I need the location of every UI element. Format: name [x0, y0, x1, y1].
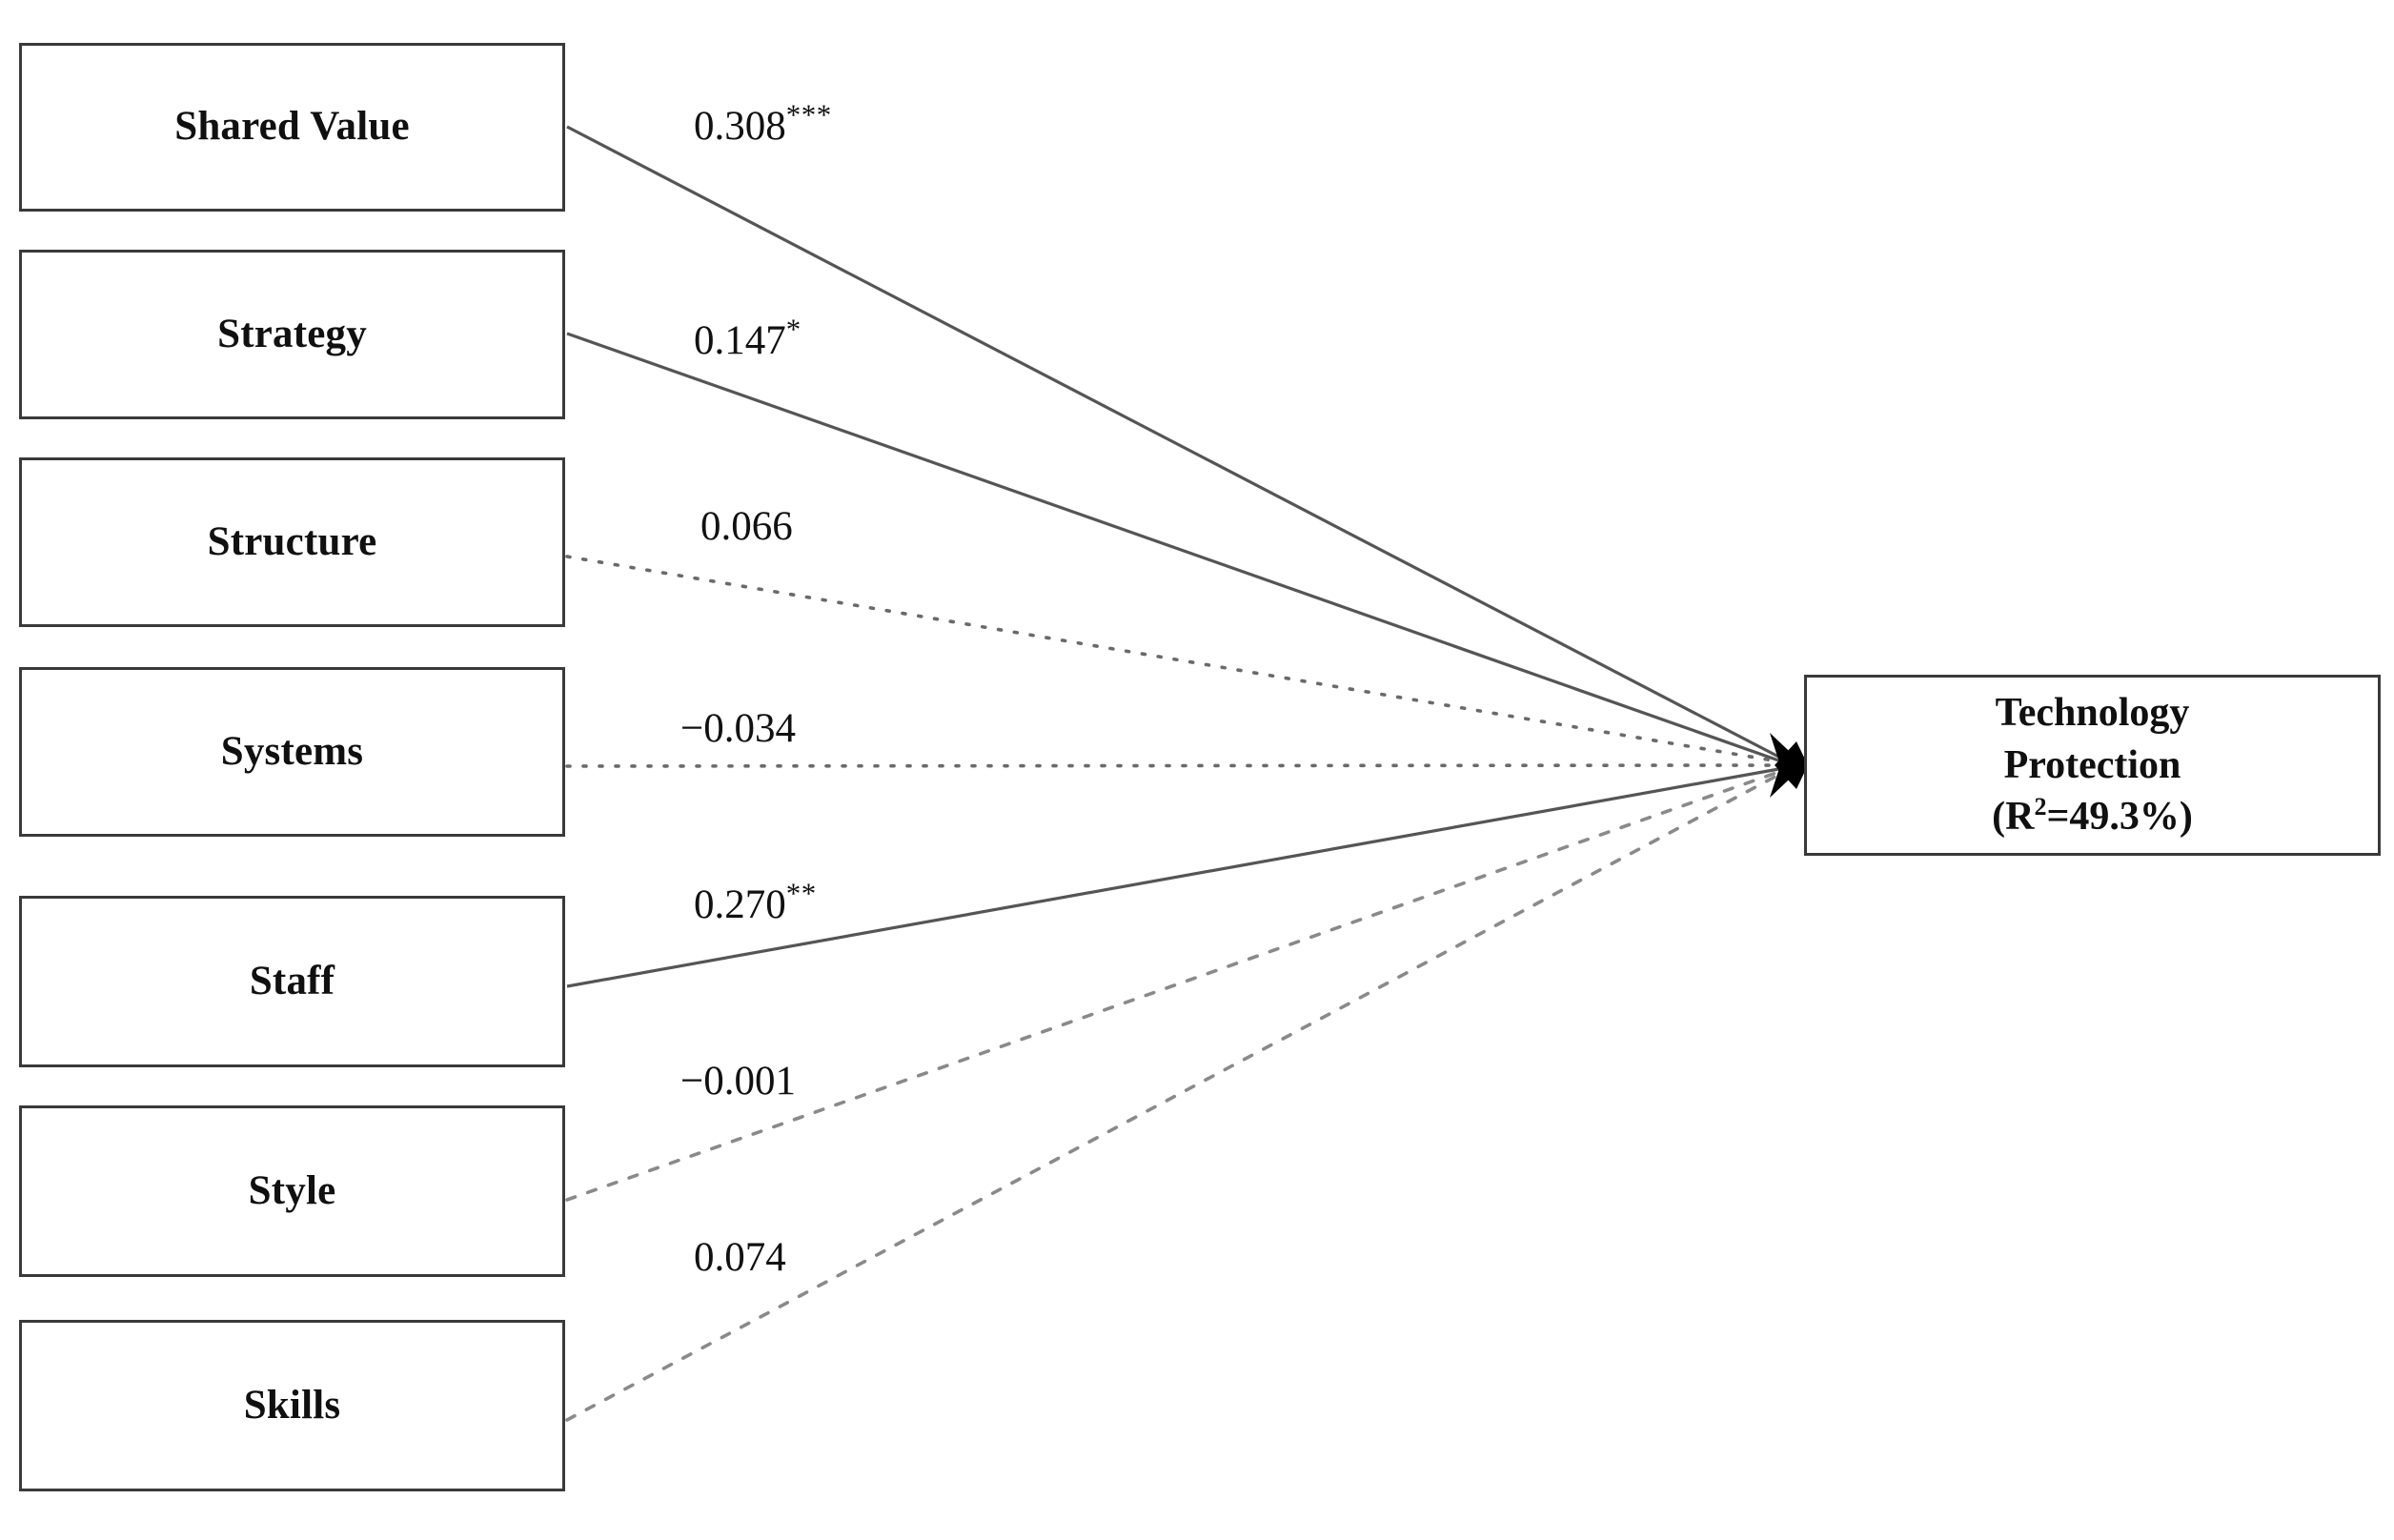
path-label-skills: 0.074 — [694, 1234, 786, 1281]
node-label-shared-value: Shared Value — [174, 104, 410, 150]
significance-stars-strategy: * — [785, 312, 801, 346]
outcome-line-1: Technology — [1995, 691, 2190, 736]
r-squared-value: =49.3%) — [2046, 795, 2193, 840]
coefficient-skills: 0.074 — [694, 1235, 786, 1280]
arrowhead-icon-tail — [1775, 741, 1808, 789]
node-style[interactable]: Style — [19, 1105, 565, 1277]
node-label-style: Style — [248, 1167, 336, 1213]
node-skills[interactable]: Skills — [19, 1320, 565, 1491]
path-label-staff: 0.270** — [694, 879, 817, 928]
node-label-technology-protection: Technology Protection (R2=49.3%) — [1992, 687, 2193, 843]
path-label-style: −0.001 — [680, 1058, 796, 1104]
node-shared-value[interactable]: Shared Value — [19, 43, 565, 212]
coefficient-shared-value: 0.308 — [694, 104, 786, 149]
outcome-line-2: Protection — [2003, 742, 2181, 787]
node-label-staff: Staff — [249, 958, 335, 1003]
path-label-strategy: 0.147* — [694, 314, 801, 364]
path-line-shared-value — [566, 125, 1785, 761]
path-label-structure: 0.066 — [700, 503, 793, 550]
significance-stars-staff: ** — [785, 876, 817, 910]
coefficient-structure: 0.066 — [700, 504, 793, 549]
outcome-r-squared: (R2=49.3%) — [1992, 791, 2193, 843]
significance-stars-shared-value: *** — [785, 97, 832, 132]
coefficient-systems: −0.034 — [680, 706, 797, 751]
coefficient-strategy: 0.147 — [694, 318, 786, 363]
node-structure[interactable]: Structure — [19, 457, 565, 627]
node-systems[interactable]: Systems — [19, 667, 565, 837]
path-label-shared-value: 0.308*** — [694, 100, 832, 150]
node-technology-protection[interactable]: Technology Protection (R2=49.3%) — [1804, 675, 2381, 856]
node-label-skills: Skills — [243, 1382, 341, 1428]
node-label-strategy: Strategy — [217, 311, 367, 356]
node-label-structure: Structure — [207, 518, 377, 564]
node-strategy[interactable]: Strategy — [19, 250, 565, 419]
arrowhead-icon — [1770, 733, 1804, 798]
path-label-systems: −0.034 — [680, 705, 796, 752]
coefficient-style: −0.001 — [680, 1059, 797, 1104]
r-squared-exponent: 2 — [2034, 793, 2047, 821]
coefficient-staff: 0.270 — [694, 882, 786, 927]
r-squared-prefix: (R — [1992, 795, 2035, 840]
path-line-style — [565, 768, 1786, 1202]
node-label-systems: Systems — [220, 728, 364, 774]
path-line-staff — [566, 766, 1785, 988]
node-staff[interactable]: Staff — [19, 896, 565, 1067]
path-line-systems — [565, 763, 1786, 768]
